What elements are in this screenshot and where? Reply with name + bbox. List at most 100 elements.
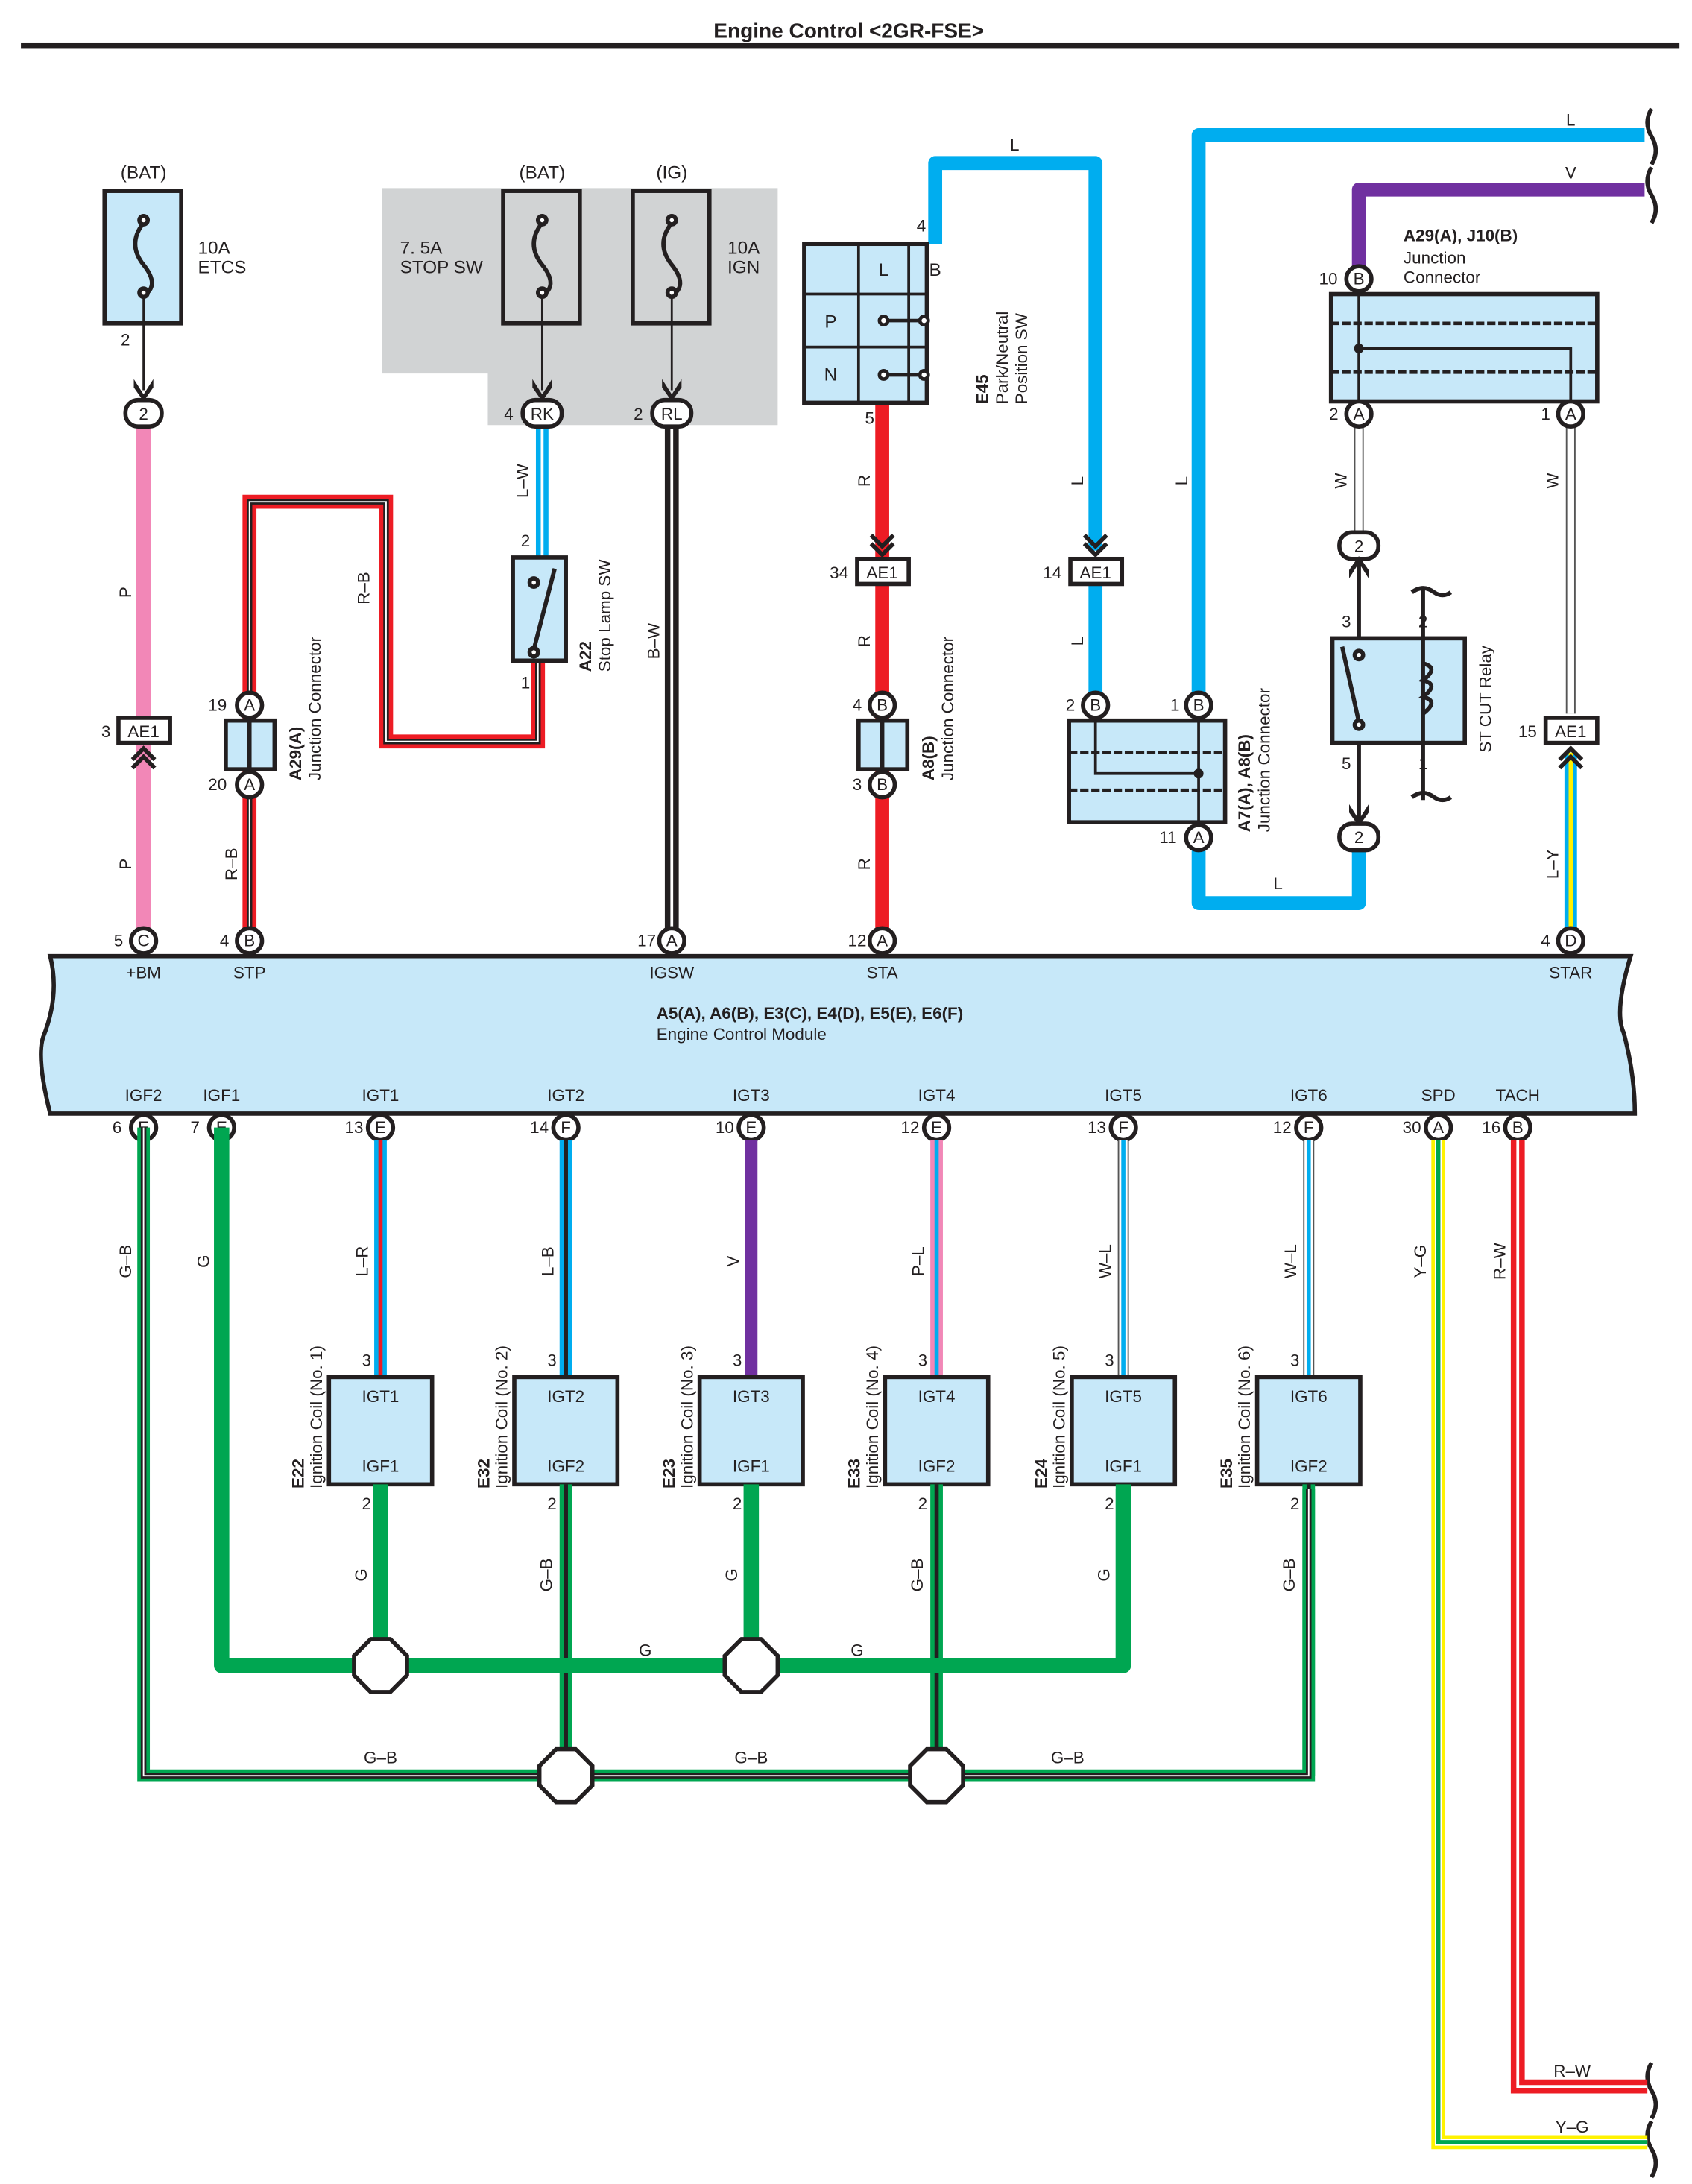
svg-text:(BAT): (BAT) <box>121 162 167 183</box>
switch-icon <box>531 568 557 651</box>
coil-icon <box>1418 661 1434 716</box>
svg-text:Y–G: Y–G <box>1411 1245 1430 1278</box>
svg-text:3: 3 <box>733 1351 742 1369</box>
svg-text:E24: E24 <box>1032 1459 1050 1489</box>
svg-text:Position SW: Position SW <box>1012 312 1031 404</box>
svg-text:3: 3 <box>853 775 862 794</box>
svg-text:ETCS: ETCS <box>198 257 247 277</box>
wire-w <box>1354 425 1576 714</box>
svg-text:A: A <box>666 932 678 950</box>
svg-text:A: A <box>1433 1118 1444 1137</box>
svg-text:R–W: R–W <box>1490 1242 1509 1280</box>
svg-text:L: L <box>1068 637 1087 646</box>
svg-text:Ignition Coil (No. 3): Ignition Coil (No. 3) <box>678 1345 696 1489</box>
svg-text:SPD: SPD <box>1421 1086 1456 1105</box>
svg-text:12: 12 <box>847 932 866 950</box>
svg-text:IGF1: IGF1 <box>1105 1457 1142 1476</box>
svg-text:E33: E33 <box>845 1459 864 1489</box>
svg-text:A: A <box>1565 405 1576 423</box>
fuse-icon <box>133 221 154 297</box>
svg-text:W–L: W–L <box>1096 1244 1114 1278</box>
svg-text:A: A <box>244 696 255 715</box>
svg-text:R–W: R–W <box>1553 2062 1591 2080</box>
fuse-icon <box>531 221 553 297</box>
svg-text:3: 3 <box>918 1351 927 1369</box>
svg-text:STOP SW: STOP SW <box>400 257 483 277</box>
svg-text:E32: E32 <box>474 1459 493 1489</box>
svg-text:7: 7 <box>191 1118 200 1137</box>
svg-text:19: 19 <box>208 696 227 715</box>
svg-text:E: E <box>745 1118 757 1137</box>
svg-text:B: B <box>929 260 941 280</box>
svg-text:V: V <box>1565 163 1576 182</box>
svg-text:L: L <box>879 260 889 280</box>
svg-text:L: L <box>1172 476 1191 485</box>
svg-text:+BM: +BM <box>126 964 161 982</box>
svg-text:Junction Connector: Junction Connector <box>938 636 957 780</box>
chevron-up-icon <box>1558 745 1584 770</box>
svg-text:P: P <box>116 587 135 598</box>
svg-text:W: W <box>1543 473 1562 489</box>
svg-text:IGF2: IGF2 <box>125 1086 162 1105</box>
fuse-stop-sw: (BAT) 7. 5A STOP SW 4 RK <box>400 162 582 429</box>
svg-text:Engine Control Module: Engine Control Module <box>657 1025 827 1044</box>
svg-text:13: 13 <box>1088 1118 1106 1137</box>
svg-text:IGN: IGN <box>727 257 760 277</box>
svg-text:IGT5: IGT5 <box>1105 1086 1142 1105</box>
svg-text:10A: 10A <box>727 238 760 258</box>
svg-text:C: C <box>138 932 150 950</box>
svg-text:A: A <box>244 775 255 794</box>
svg-text:4: 4 <box>504 405 513 423</box>
svg-text:12: 12 <box>1273 1118 1292 1137</box>
wire-r-b <box>242 494 546 934</box>
svg-text:AE1: AE1 <box>1555 722 1586 741</box>
fuse-ign: (IG) 10A IGN 2 RL <box>631 162 760 429</box>
svg-text:ST CUT Relay: ST CUT Relay <box>1477 645 1495 752</box>
svg-text:IGF2: IGF2 <box>1290 1457 1328 1476</box>
st-cut-relay: 2 2 3 2 5 1 ST CUT Relay <box>1330 530 1495 853</box>
svg-text:G: G <box>194 1254 212 1267</box>
svg-text:(IG): (IG) <box>656 162 687 183</box>
svg-text:Park/Neutral: Park/Neutral <box>993 312 1011 405</box>
svg-text:IGT6: IGT6 <box>1290 1387 1328 1406</box>
svg-text:F: F <box>561 1118 571 1137</box>
svg-text:A5(A), A6(B), E3(C), E4(D), E5: A5(A), A6(B), E3(C), E4(D), E5(E), E6(F) <box>657 1004 964 1023</box>
wire-break-icon <box>1410 586 1453 803</box>
wire-break-icons <box>1645 107 1658 2179</box>
svg-text:IGF1: IGF1 <box>203 1086 240 1105</box>
svg-text:2: 2 <box>733 1495 742 1513</box>
svg-text:A7(A), A8(B): A7(A), A8(B) <box>1235 734 1254 832</box>
chevron-down-icon <box>1082 534 1108 558</box>
svg-text:D: D <box>1565 932 1576 950</box>
svg-text:A: A <box>1354 405 1365 423</box>
svg-text:2: 2 <box>1290 1495 1299 1513</box>
svg-text:20: 20 <box>208 775 227 794</box>
svg-text:2: 2 <box>1354 537 1363 555</box>
svg-text:10: 10 <box>1319 269 1337 288</box>
chevron-down-icon <box>869 534 895 558</box>
svg-text:Stop Lamp SW: Stop Lamp SW <box>596 559 614 672</box>
svg-text:2: 2 <box>1354 828 1363 847</box>
svg-text:2: 2 <box>547 1495 556 1513</box>
svg-text:P–L: P–L <box>909 1246 928 1276</box>
svg-text:IGSW: IGSW <box>649 964 695 982</box>
svg-text:E35: E35 <box>1217 1459 1236 1489</box>
svg-text:4: 4 <box>917 216 926 235</box>
wire-labels: P P R–B R–B L–W B–W R R R L L L L L V L … <box>116 110 1576 893</box>
svg-text:1: 1 <box>1418 754 1427 773</box>
svg-text:L: L <box>1273 874 1282 893</box>
svg-text:F: F <box>1118 1118 1128 1137</box>
connector-ae1-3: AE1 3 <box>101 716 172 770</box>
svg-text:R: R <box>855 635 874 647</box>
svg-text:G: G <box>722 1568 741 1581</box>
svg-text:A8(B): A8(B) <box>919 736 938 780</box>
svg-text:F: F <box>1304 1118 1314 1137</box>
svg-text:2: 2 <box>634 405 643 423</box>
svg-text:3: 3 <box>1290 1351 1299 1369</box>
svg-text:G: G <box>352 1568 370 1581</box>
svg-text:R–B: R–B <box>222 848 241 880</box>
svg-text:5: 5 <box>1342 754 1351 773</box>
